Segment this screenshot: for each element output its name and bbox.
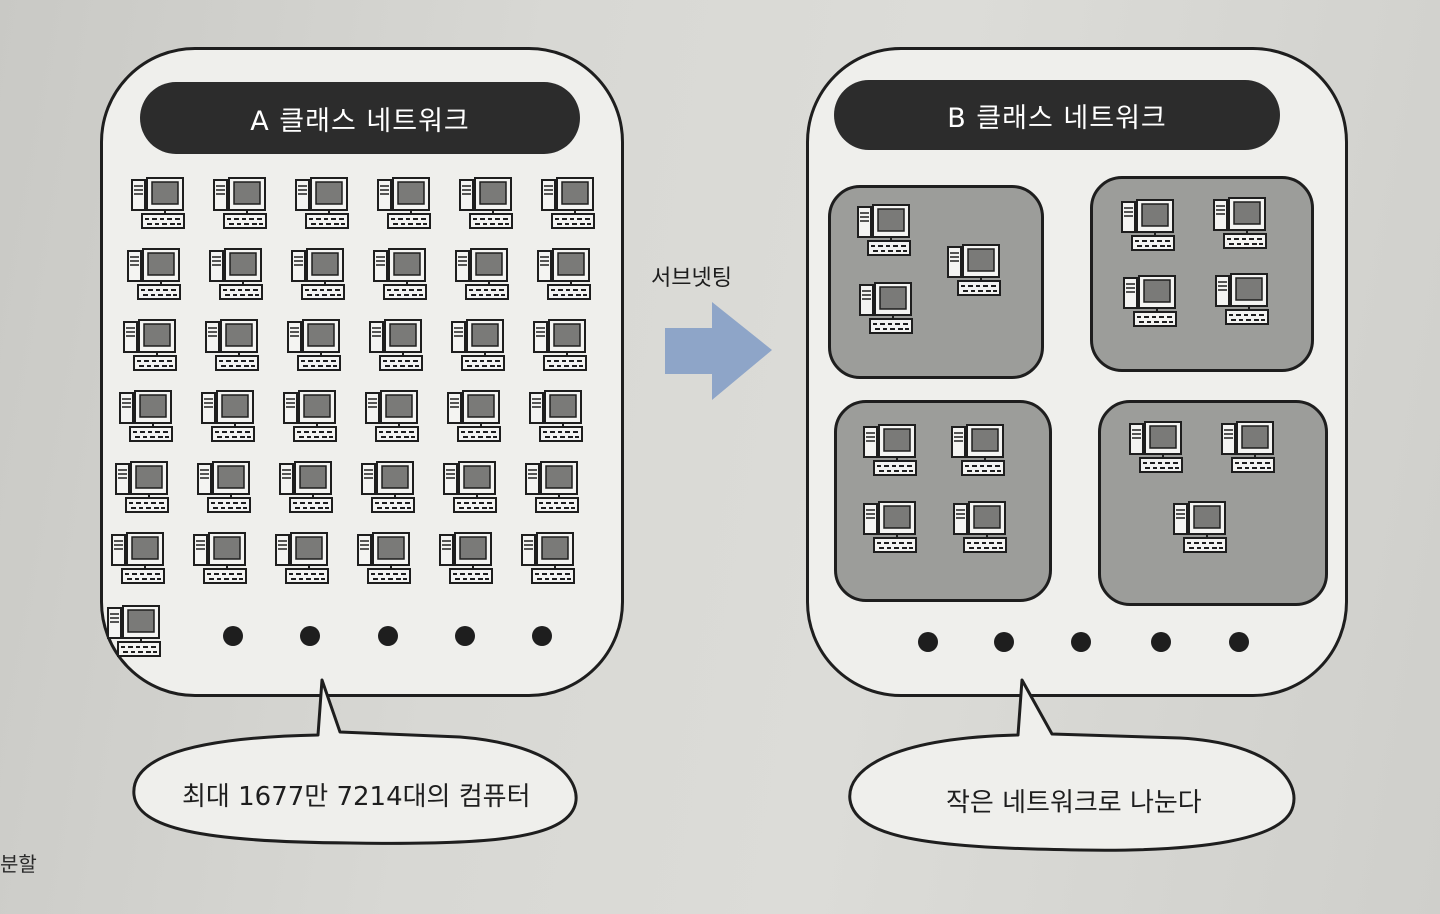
- subnet-4: [1098, 400, 1328, 606]
- ellipsis-dot: [1071, 632, 1091, 652]
- ellipsis-dot: [455, 626, 475, 646]
- class-b-speech-bubble: [848, 678, 1296, 852]
- subnet-3: [834, 400, 1052, 602]
- class-a-bubble-text: 최대 1677만 7214대의 컴퓨터: [182, 782, 531, 812]
- subnetting-label: 서브넷팅: [651, 266, 732, 291]
- ellipsis-dot: [532, 626, 552, 646]
- subnet-1: [828, 185, 1044, 379]
- margin-text: 분할: [0, 852, 37, 876]
- ellipsis-dot: [223, 626, 243, 646]
- class-b-bubble-text: 작은 네트워크로 나눈다: [946, 788, 1202, 818]
- right-arrow-icon: [665, 302, 772, 400]
- ellipsis-dot: [918, 632, 938, 652]
- ellipsis-dot: [994, 632, 1014, 652]
- class-a-title: A 클래스 네트워크: [140, 82, 580, 154]
- ellipsis-dot: [1229, 632, 1249, 652]
- class-a-network-panel: [100, 47, 624, 697]
- ellipsis-dot: [378, 626, 398, 646]
- class-b-title: B 클래스 네트워크: [834, 80, 1280, 150]
- ellipsis-dot: [1151, 632, 1171, 652]
- ellipsis-dot: [300, 626, 320, 646]
- subnet-2: [1090, 176, 1314, 372]
- class-a-speech-bubble: [132, 678, 578, 845]
